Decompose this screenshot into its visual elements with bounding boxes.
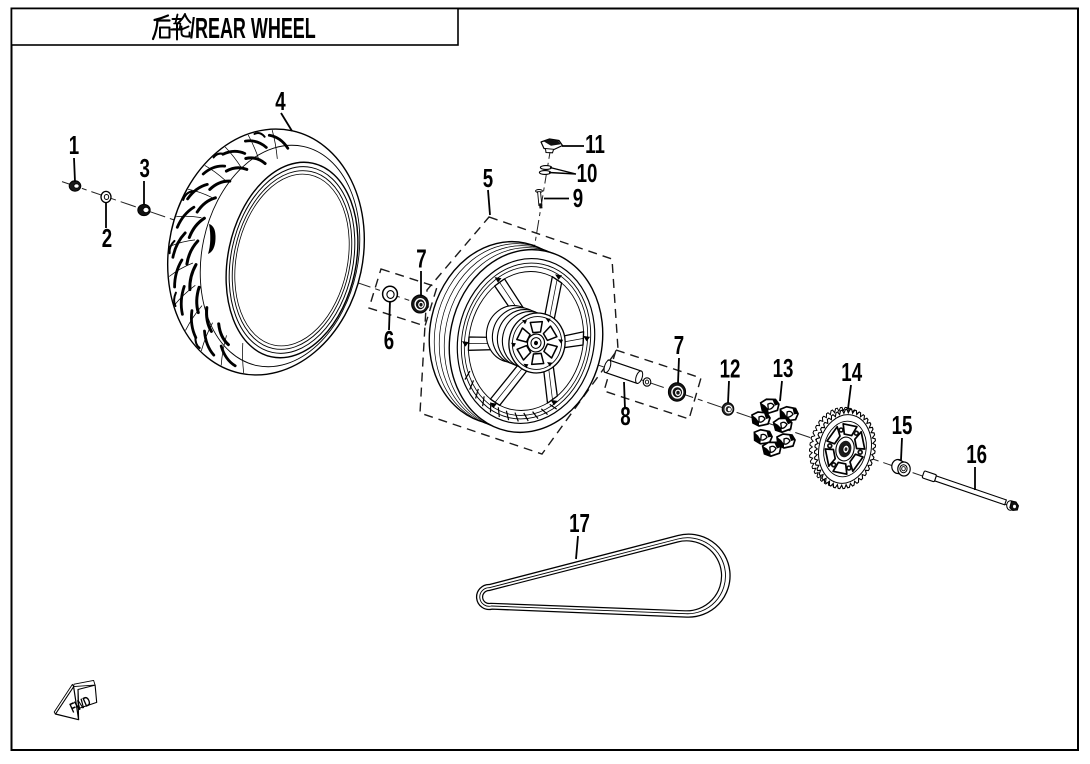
- svg-text:4: 4: [275, 86, 286, 116]
- svg-text:1: 1: [69, 130, 79, 160]
- svg-text:7: 7: [674, 330, 684, 360]
- svg-text:17: 17: [569, 508, 590, 538]
- svg-text:11: 11: [585, 129, 605, 159]
- svg-text:3: 3: [139, 153, 149, 183]
- svg-text:7: 7: [416, 243, 426, 273]
- svg-text:2: 2: [102, 223, 112, 253]
- svg-text:5: 5: [483, 163, 493, 193]
- svg-text:6: 6: [384, 325, 394, 355]
- svg-text:/REAR WHEEL: /REAR WHEEL: [190, 13, 316, 45]
- svg-text:16: 16: [966, 439, 987, 469]
- svg-text:15: 15: [892, 410, 913, 440]
- svg-text:10: 10: [577, 158, 598, 188]
- svg-text:8: 8: [620, 401, 630, 431]
- svg-text:13: 13: [773, 353, 794, 383]
- svg-text:14: 14: [841, 357, 862, 387]
- svg-text:12: 12: [720, 353, 741, 383]
